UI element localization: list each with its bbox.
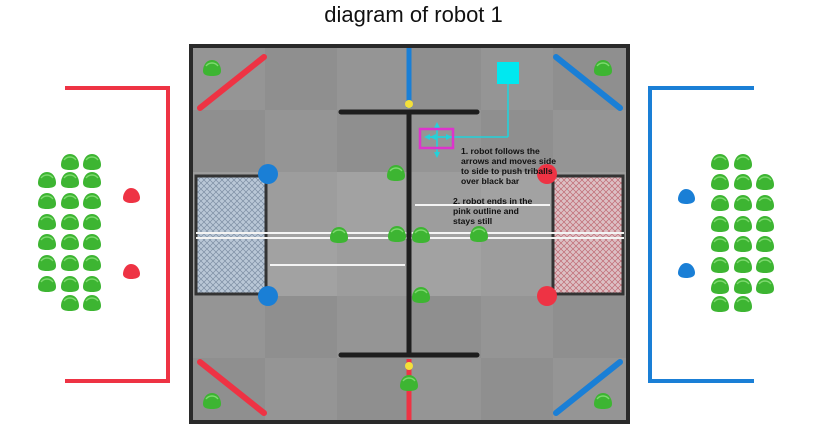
barrier bbox=[338, 109, 480, 358]
blue-side-triball-pile bbox=[710, 153, 775, 313]
step-1-note: 1. robot follows the arrows and moves si… bbox=[461, 146, 557, 186]
robot-start-square bbox=[497, 62, 519, 84]
red-alliance-zone bbox=[65, 86, 170, 383]
step-2-note: 2. robot ends in the pink outline and st… bbox=[453, 196, 533, 226]
diagram-title: diagram of robot 1 bbox=[324, 2, 503, 27]
field-tiles bbox=[193, 48, 626, 420]
red-goal bbox=[551, 174, 625, 296]
path-arrow bbox=[424, 84, 509, 158]
red-side-triball-pile bbox=[37, 153, 102, 312]
blue-goal bbox=[194, 174, 268, 296]
robot-end-outline bbox=[418, 127, 455, 150]
blue-alliance-zone bbox=[648, 86, 754, 383]
